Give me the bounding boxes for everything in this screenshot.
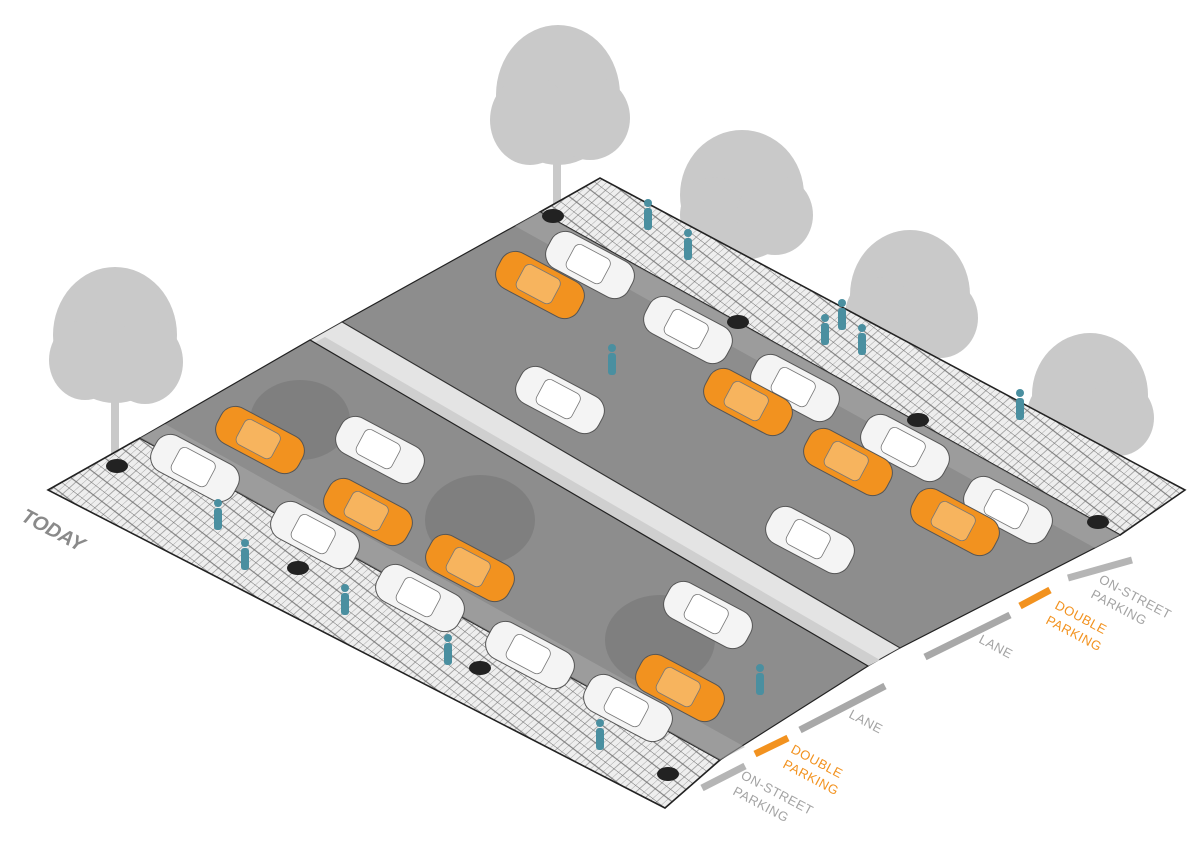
double-parked-car — [425, 533, 515, 603]
pedestrian-icon — [341, 584, 349, 615]
pedestrian-icon — [596, 719, 604, 750]
tree-icon — [680, 130, 813, 300]
label-lane-left: LANE — [847, 706, 886, 736]
title-today: TODAY — [18, 505, 90, 557]
double-parked-car — [803, 427, 893, 497]
on-street-parking-bar — [1067, 556, 1133, 582]
manholes — [106, 209, 1109, 781]
pedestrian-icon — [858, 324, 866, 355]
label-lane-right: LANE — [977, 631, 1016, 661]
pedestrian-icon — [684, 229, 692, 260]
pedestrian-icon — [241, 539, 249, 570]
people — [214, 199, 1024, 750]
double-parked-car — [910, 487, 1000, 557]
parked-car — [150, 433, 240, 503]
double-parked-car — [323, 477, 413, 547]
lane-bar — [923, 611, 1012, 661]
parked-car — [643, 295, 733, 365]
parked-car — [750, 353, 840, 423]
cars — [150, 230, 1053, 743]
tree-icon — [49, 267, 183, 455]
parked-car — [270, 500, 360, 570]
pedestrian-icon — [821, 314, 829, 345]
parked-car — [765, 505, 855, 575]
parked-car — [663, 580, 753, 650]
pedestrian-icon — [838, 299, 846, 330]
parked-car — [375, 563, 465, 633]
double-parking-bar — [753, 734, 790, 758]
double-parked-car — [635, 653, 725, 723]
pedestrian-icon — [644, 199, 652, 230]
on-street-parking-bar — [700, 762, 747, 792]
parked-car — [583, 673, 673, 743]
parked-car — [545, 230, 635, 300]
pedestrian-icon — [214, 499, 222, 530]
double-parking-bar — [1018, 586, 1052, 610]
double-parked-car — [215, 405, 305, 475]
lane-bar — [798, 682, 887, 734]
pedestrian-icon — [756, 664, 764, 695]
parked-car — [515, 365, 605, 435]
pedestrian-icon — [608, 344, 616, 375]
tree-icon — [490, 25, 630, 215]
parked-car — [485, 620, 575, 690]
parked-car — [860, 413, 950, 483]
double-parked-car — [703, 367, 793, 437]
pedestrian-icon — [444, 634, 452, 665]
double-parked-car — [495, 250, 585, 320]
pedestrian-icon — [1016, 389, 1024, 420]
parked-car — [335, 415, 425, 485]
